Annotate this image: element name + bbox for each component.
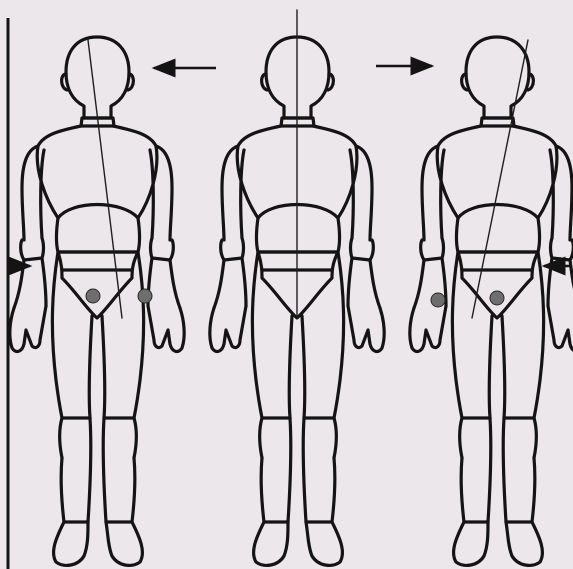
- figure-right: [410, 37, 573, 565]
- figure-center: [210, 10, 384, 565]
- figure-left: [10, 37, 184, 565]
